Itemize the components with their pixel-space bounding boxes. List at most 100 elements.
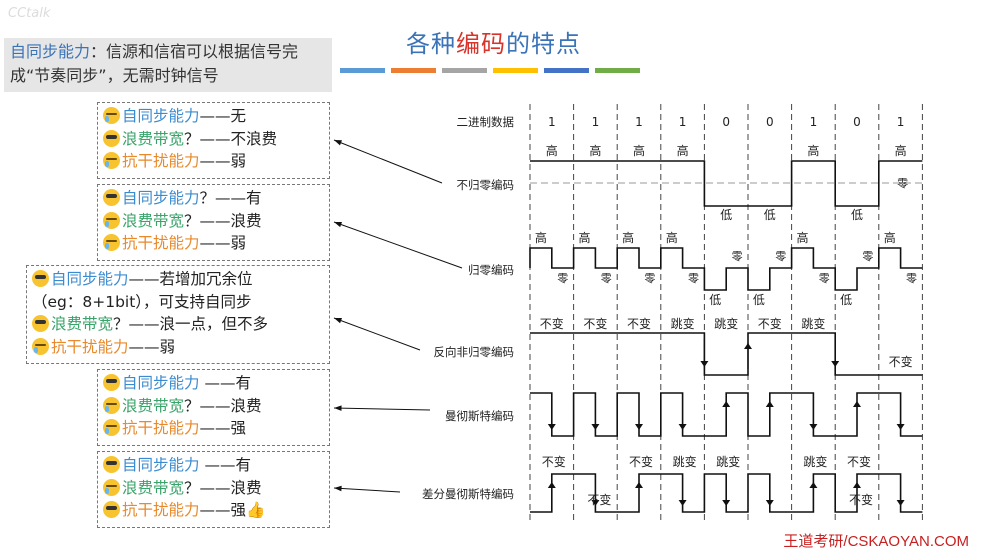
bit-value: 1 bbox=[679, 115, 687, 129]
nrzi-label: 跳变 bbox=[714, 316, 738, 331]
arrow-head-icon bbox=[334, 221, 342, 228]
rz-high-label: 高 bbox=[578, 230, 590, 245]
feature-line: 自同步能力？——有 bbox=[103, 187, 324, 210]
crying-face-icon bbox=[32, 337, 49, 355]
diff-manchester-label: 不变 bbox=[849, 492, 873, 507]
arrow-head-icon bbox=[334, 140, 342, 146]
row-label-manchester: 曼彻斯特编码 bbox=[445, 409, 514, 423]
feature-key: 抗干扰能力 bbox=[122, 152, 200, 170]
intro-text: ：信源和信宿可以根据信号完成“节奏同步”，无需时钟信号 bbox=[10, 42, 299, 85]
diff-manchester-label: 不变 bbox=[629, 454, 653, 469]
intro-lead: 自同步能力 bbox=[10, 42, 91, 61]
bit-value: 1 bbox=[635, 115, 643, 129]
color-bar-6 bbox=[595, 68, 640, 73]
feature-value: ？——浪一点，但不多 bbox=[113, 315, 269, 333]
nrz-high-label: 高 bbox=[895, 143, 907, 158]
feature-key: 浪费带宽 bbox=[122, 129, 185, 148]
bit-value: 1 bbox=[810, 115, 818, 129]
intro-definition: 自同步能力：信源和信宿可以根据信号完成“节奏同步”，无需时钟信号 bbox=[4, 38, 332, 92]
nrzi-label: 不变 bbox=[627, 316, 651, 331]
feature-value: ——有 bbox=[199, 456, 251, 474]
row-label-rz: 归零编码 bbox=[468, 263, 514, 277]
bit-value: 0 bbox=[766, 115, 774, 129]
page-title: 各种编码的特点 bbox=[0, 24, 987, 59]
nrz-low-label: 低 bbox=[851, 208, 863, 222]
feature-value: ——弱 bbox=[128, 337, 176, 356]
feature-value: ——有 bbox=[199, 374, 251, 392]
feature-key: 抗干扰能力 bbox=[122, 419, 200, 437]
bit-value: 1 bbox=[592, 115, 600, 129]
arrow-head-icon bbox=[853, 401, 861, 407]
arrow-head-icon bbox=[635, 424, 643, 430]
color-bar-1 bbox=[340, 68, 385, 73]
crying-face-icon bbox=[103, 107, 120, 124]
sunglasses-face-icon bbox=[103, 129, 120, 147]
feature-line: 抗干扰能力——弱 bbox=[103, 150, 324, 173]
feature-line: 浪费带宽？——不浪费 bbox=[103, 128, 324, 151]
color-bar-3 bbox=[442, 68, 487, 73]
arrow-head-icon bbox=[831, 361, 840, 367]
rz-low-label: 低 bbox=[709, 293, 721, 307]
nrzi-label: 不变 bbox=[758, 316, 782, 331]
bit-value: 0 bbox=[722, 115, 730, 129]
pointer-arrow-line bbox=[333, 317, 421, 351]
diff-manchester-label: 不变 bbox=[847, 454, 871, 469]
feature-value: ——强 bbox=[199, 419, 247, 437]
pointer-arrow-line bbox=[333, 407, 431, 411]
arrow-head-icon bbox=[334, 318, 342, 324]
pointer-arrow-line bbox=[333, 221, 463, 269]
rz-waveform bbox=[529, 247, 923, 291]
rz-zero-label: 零 bbox=[601, 272, 612, 285]
feature-key: 自同步能力 bbox=[122, 189, 200, 207]
arrow-head-icon bbox=[547, 424, 556, 430]
diff-manchester-label: 跳变 bbox=[716, 454, 740, 469]
feature-key: 自同步能力 bbox=[122, 107, 200, 125]
rz-zero-label: 零 bbox=[732, 250, 743, 263]
arrow-head-icon bbox=[896, 424, 905, 430]
feature-key: 浪费带宽 bbox=[51, 315, 114, 333]
sunglasses-face-icon bbox=[103, 501, 120, 518]
feature-key: 抗干扰能力 bbox=[122, 234, 200, 252]
nrz-high-label: 高 bbox=[546, 143, 558, 158]
feature-value: ——若增加冗余位 bbox=[128, 270, 253, 288]
title-highlight: 编码 bbox=[456, 30, 506, 58]
feature-value: ？——浪费 bbox=[184, 211, 262, 230]
diff-manchester-label: 不变 bbox=[587, 492, 611, 507]
bit-value: 0 bbox=[853, 115, 861, 129]
pointer-arrow-line bbox=[333, 139, 443, 184]
feature-line: 抗干扰能力——弱 bbox=[32, 336, 324, 359]
crying-face-icon bbox=[103, 152, 120, 169]
diff-manchester-label: 跳变 bbox=[673, 454, 697, 469]
footer-brand: 王道考研/CSKAOYAN.COM bbox=[783, 533, 969, 550]
feature-key: 浪费带宽 bbox=[122, 478, 185, 497]
sunglasses-face-icon bbox=[103, 374, 120, 391]
feature-line: 浪费带宽？——浪费 bbox=[103, 395, 324, 418]
feature-value: ——无 bbox=[199, 107, 247, 125]
feature-key: 浪费带宽 bbox=[122, 396, 185, 415]
nrzi-label: 不变 bbox=[889, 354, 913, 369]
feature-value: ？——有 bbox=[199, 189, 262, 207]
arrow-head-icon bbox=[678, 424, 687, 430]
nrzi-label: 不变 bbox=[583, 316, 607, 331]
feature-value: （eg：8+1bit），可支持自同步 bbox=[32, 292, 252, 311]
feature-key: 抗干扰能力 bbox=[51, 337, 129, 356]
rz-zero-label: 零 bbox=[688, 272, 699, 285]
watermark: CCtalk bbox=[8, 6, 51, 21]
nrz-high-label: 高 bbox=[589, 143, 601, 158]
rz-zero-label: 零 bbox=[644, 272, 655, 285]
arrow-head-icon bbox=[765, 401, 774, 407]
feature-box-3: 自同步能力——若增加冗余位（eg：8+1bit），可支持自同步浪费带宽？——浪一… bbox=[26, 265, 330, 364]
color-bar-5 bbox=[544, 68, 589, 73]
arrow-head-icon bbox=[722, 401, 731, 407]
rz-high-label: 高 bbox=[796, 230, 808, 245]
rz-zero-label: 零 bbox=[906, 272, 917, 285]
sunglasses-face-icon bbox=[103, 189, 120, 206]
nrzi-waveform bbox=[530, 332, 923, 376]
crying-face-icon bbox=[103, 396, 120, 414]
row-label-nrz: 不归零编码 bbox=[457, 178, 515, 192]
color-bar-4 bbox=[493, 68, 538, 73]
feature-line: 抗干扰能力——强👍 bbox=[103, 499, 324, 522]
rz-high-label: 高 bbox=[622, 230, 634, 245]
feature-line: 浪费带宽？——浪费 bbox=[103, 477, 324, 500]
feature-line: 自同步能力 ——有 bbox=[103, 372, 324, 395]
